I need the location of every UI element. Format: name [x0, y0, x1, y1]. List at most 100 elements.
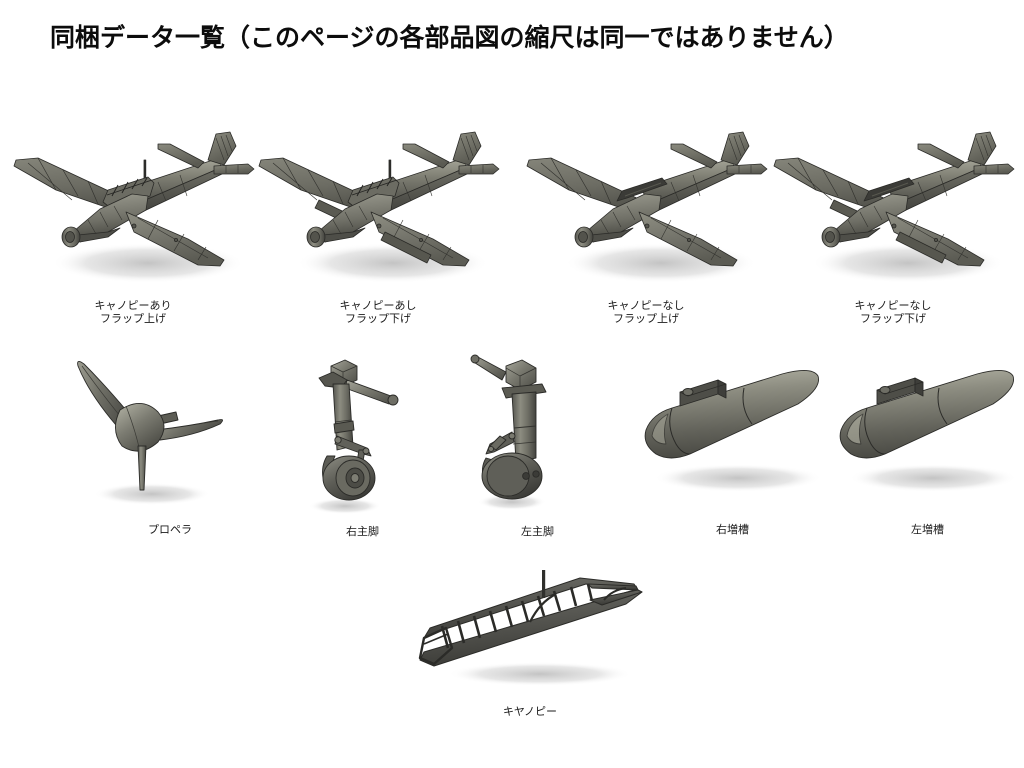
part-item-right-gear[interactable]: 右主脚 — [275, 350, 450, 539]
nose-highlight — [846, 413, 864, 445]
part-caption: 左主脚 — [521, 526, 554, 538]
vertical-fin — [720, 131, 750, 166]
stabilizer-right — [458, 163, 500, 175]
aircraft-item[interactable]: キャノピーあし フラップ下げ — [253, 108, 503, 338]
aircraft-group — [13, 131, 255, 267]
flap-right-deployed — [380, 231, 432, 264]
stabilizer-right — [973, 163, 1015, 175]
part-item-right-tank[interactable]: 右増槽 — [620, 350, 845, 537]
propeller-render — [60, 350, 280, 520]
aircraft-svg — [13, 131, 255, 283]
caption-line-2: フラップ下げ — [860, 313, 926, 325]
stabilizer-left — [157, 143, 205, 169]
aircraft-render — [8, 108, 258, 298]
spinner-mount — [825, 231, 835, 243]
part-caption: プロペラ — [148, 524, 192, 536]
arm-end-joint — [387, 394, 399, 406]
aircraft-item[interactable]: キャノピーあり フラップ上げ — [8, 108, 258, 338]
caption-line-1: キャノピーなし — [854, 300, 932, 312]
arm-end-joint — [470, 354, 480, 364]
part-item-propeller[interactable]: プロペラ — [60, 350, 280, 537]
tank-group — [644, 370, 820, 459]
drop-shadow — [309, 498, 381, 514]
rear-taper — [589, 589, 643, 606]
caption-line-2: フラップ上げ — [100, 313, 166, 325]
page-title: 同梱データ一覧（このページの各部品図の縮尺は同一ではありません） — [50, 24, 849, 52]
hub-bolt — [522, 472, 530, 480]
flap-right-deployed — [895, 231, 947, 264]
caption-line-1: キャノピーあり — [94, 300, 172, 312]
blade-right — [155, 419, 223, 441]
stabilizer-right — [726, 163, 768, 175]
aircraft-render — [521, 108, 771, 298]
aircraft-group — [526, 131, 768, 267]
right-tank-svg — [644, 370, 822, 492]
aircraft-svg — [526, 131, 768, 283]
right-tank-render — [620, 350, 845, 520]
part-caption: 右増槽 — [716, 524, 749, 536]
canopy-svg — [418, 570, 643, 686]
gear-pivot-block — [505, 359, 537, 391]
left-gear-svg — [470, 354, 547, 510]
tank-group — [839, 370, 1015, 459]
antenna-mast — [388, 159, 392, 179]
part-caption: 左増槽 — [911, 524, 944, 536]
spinner-mount — [310, 231, 320, 243]
prop-shaft — [137, 445, 147, 491]
gear-group — [470, 354, 547, 500]
drop-shadow — [448, 662, 632, 686]
drop-shadow — [478, 494, 546, 510]
caption-line-2: フラップ上げ — [613, 313, 679, 325]
axle — [350, 473, 360, 483]
aircraft-group — [258, 131, 500, 267]
stabilizer-left — [402, 143, 450, 169]
caption-line-1: キャノピーあし — [339, 300, 417, 312]
part-item-left-gear[interactable]: 左主脚 — [450, 350, 625, 539]
canopy-ribs — [440, 583, 594, 649]
caption-line-1: キャノピーなし — [607, 300, 685, 312]
aircraft-render — [253, 108, 503, 298]
aircraft-item[interactable]: キャノピーなし フラップ上げ — [521, 108, 771, 338]
spinner — [115, 403, 165, 452]
right-gear-render — [275, 350, 450, 522]
caption-line-2: フラップ下げ — [345, 313, 411, 325]
propeller-group — [77, 361, 223, 491]
part-caption: 右主脚 — [346, 526, 379, 538]
tank-body — [839, 370, 1015, 459]
stabilizer-left — [917, 143, 965, 169]
part-item-canopy[interactable]: キヤノピー — [390, 570, 670, 719]
stabilizer-right — [213, 163, 255, 175]
nose-highlight — [651, 413, 669, 445]
canopy-group — [418, 570, 643, 667]
filler-cap — [682, 388, 694, 396]
tank-body — [644, 370, 820, 459]
spinner-mount — [578, 231, 588, 243]
drop-shadow — [654, 464, 822, 492]
hub-bolt — [532, 470, 540, 478]
gear-group — [318, 359, 399, 501]
antenna-mast — [143, 159, 147, 179]
aircraft-caption: キャノピーあし フラップ下げ — [253, 300, 503, 326]
vertical-fin — [207, 131, 237, 166]
spinner-mount — [65, 231, 75, 243]
part-caption: キヤノピー — [502, 706, 558, 718]
aircraft-group — [773, 131, 1015, 267]
canopy-render — [390, 570, 670, 700]
retraction-arm — [344, 379, 396, 405]
aircraft-render — [768, 108, 1018, 298]
part-item-left-tank[interactable]: 左増槽 — [815, 350, 1024, 537]
left-gear-render — [450, 350, 625, 522]
drop-shadow — [849, 464, 1017, 492]
right-gear-svg — [309, 359, 399, 514]
aircraft-item[interactable]: キャノピーなし フラップ下げ — [768, 108, 1018, 338]
vertical-fin — [967, 131, 997, 166]
aircraft-caption: キャノピーなし フラップ下げ — [768, 300, 1018, 326]
antenna-mast — [542, 570, 546, 598]
left-tank-render — [815, 350, 1024, 520]
drop-shadow — [94, 483, 210, 505]
oleo-collar — [333, 420, 355, 434]
stabilizer-left — [670, 143, 718, 169]
aircraft-svg — [258, 131, 500, 283]
filler-cap — [879, 386, 891, 394]
aircraft-caption: キャノピーなし フラップ上げ — [521, 300, 771, 326]
